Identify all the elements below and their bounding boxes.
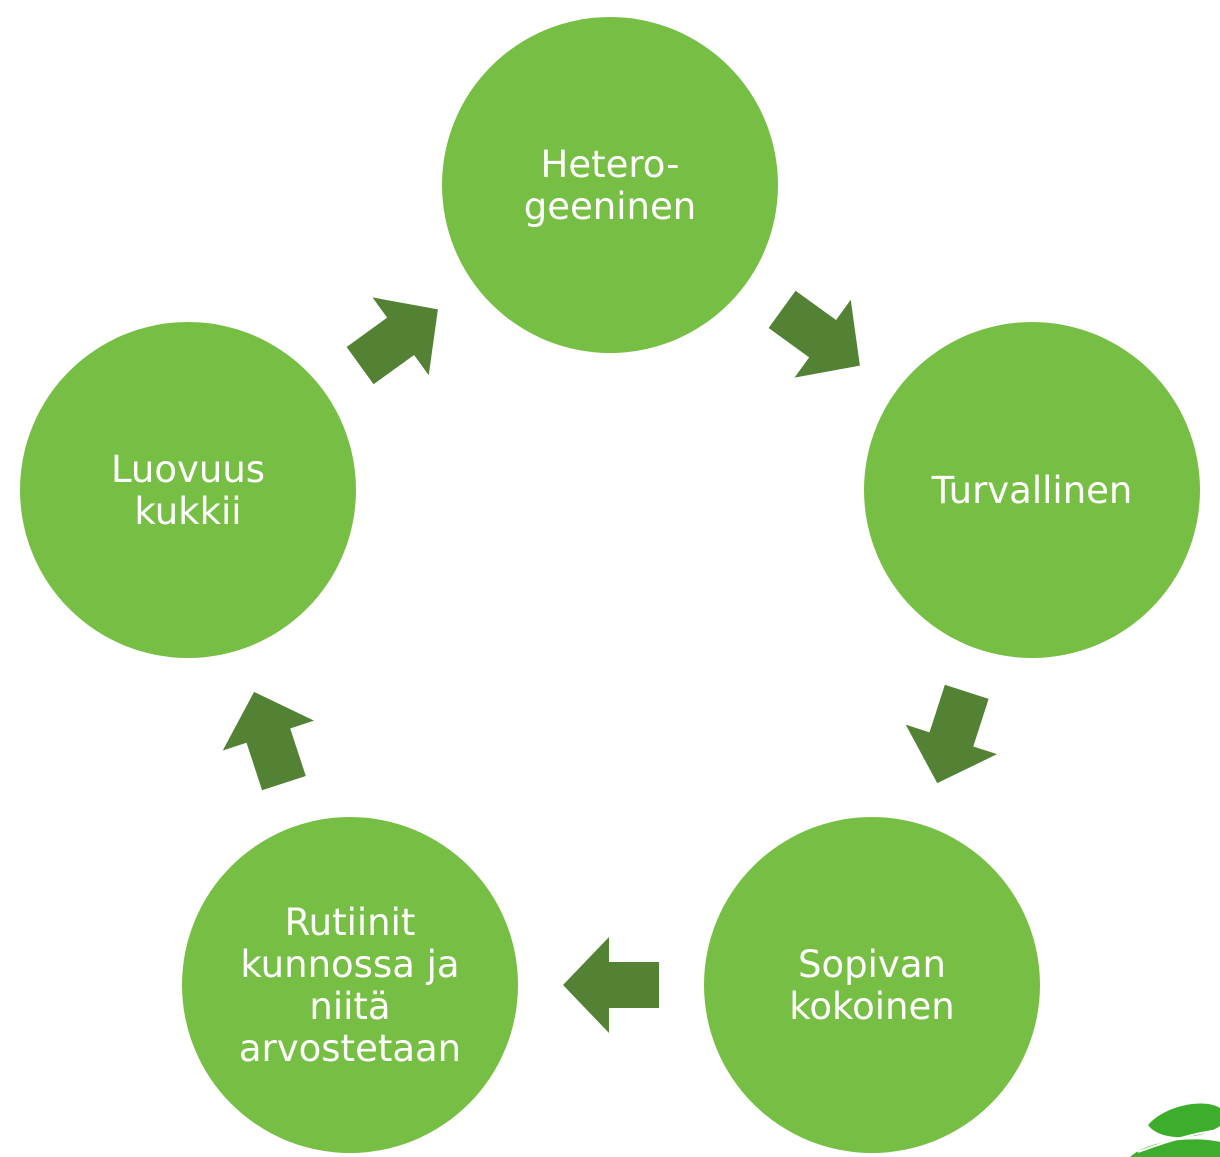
leaf-logo: [1130, 1103, 1220, 1157]
node-label-line: niitä: [309, 985, 390, 1028]
node-circle: [20, 322, 356, 658]
arrow-turvallinen-to-sopivan: [905, 684, 998, 784]
arrow-hetero-to-turvallinen: [768, 290, 860, 378]
node-circle: [704, 817, 1040, 1153]
leaf-logo-petal: [1148, 1103, 1220, 1138]
node-label: Hetero-geeninen: [524, 143, 696, 228]
node-label: Turvallinen: [931, 469, 1133, 512]
node-label-line: arvostetaan: [239, 1027, 461, 1070]
node-circle: [864, 322, 1200, 658]
node-turvallinen: Turvallinen: [864, 322, 1200, 658]
node-label-line: Sopivan: [798, 943, 946, 986]
arrows-layer: [222, 290, 998, 1033]
leaf-logo-petal: [1130, 1139, 1220, 1157]
node-circle: [182, 817, 518, 1153]
node-circle: [442, 17, 778, 353]
leaf-logo-vein: [1137, 1129, 1220, 1153]
node-label-line: Hetero-: [541, 143, 680, 186]
arrow-rutiinit-to-luovuus: [222, 691, 314, 791]
arrow-sopivan-to-rutiinit: [563, 937, 659, 1033]
node-label-line: kunnossa ja: [240, 943, 459, 986]
node-label-line: Rutiinit: [285, 901, 416, 944]
node-label-line: Turvallinen: [931, 469, 1133, 512]
node-hetero: Hetero-geeninen: [442, 17, 778, 353]
arrow-luovuus-to-hetero: [346, 297, 438, 385]
node-label-line: kukkii: [134, 490, 241, 533]
node-label-line: Luovuus: [111, 448, 265, 491]
node-label-line: kokoinen: [789, 985, 954, 1028]
node-label-line: geeninen: [524, 185, 696, 228]
